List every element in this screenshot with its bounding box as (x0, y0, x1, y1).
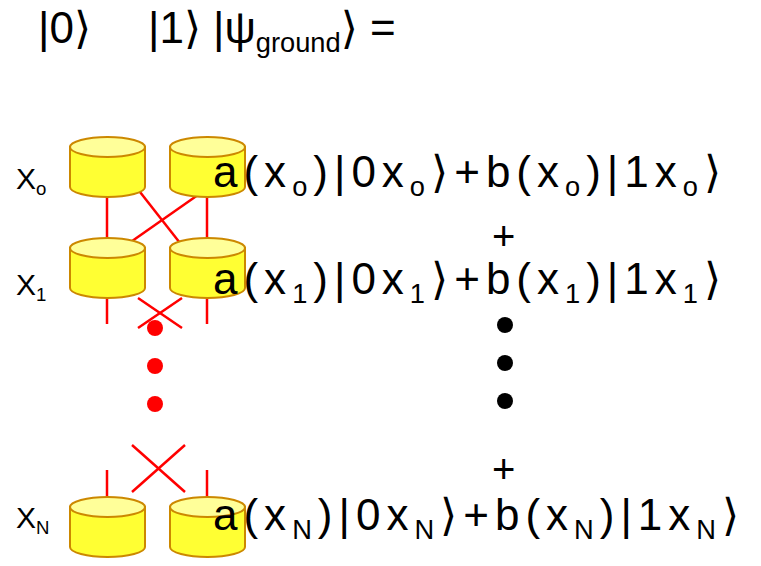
subscript-text: N (696, 514, 722, 545)
subscript-text: 1 (292, 278, 313, 309)
subscript-text: o (410, 171, 431, 202)
ket-label: |0⟩ (38, 6, 91, 50)
subscript-text: N (574, 514, 600, 545)
state-heading: |ψground⟩ = (213, 6, 396, 56)
subscript-text: 1 (36, 284, 46, 305)
ket-label: |1⟩ (148, 6, 201, 50)
subscript-text: o (36, 178, 46, 199)
subscript-text: o (565, 171, 586, 202)
formula-text: )|1x (586, 254, 683, 303)
formula-text: |1⟩ (148, 3, 201, 52)
formula-text: ⟩+b(x (440, 490, 574, 539)
site-label: XN (16, 503, 49, 538)
formula-text: )|0x (318, 490, 415, 539)
site-label: X1 (16, 270, 46, 305)
formula-text: X (16, 501, 36, 534)
coupling-lines (107, 190, 207, 505)
formula-text: ⟩ = (341, 3, 396, 52)
subscript-text: o (683, 171, 704, 202)
formula-text: + (492, 214, 515, 258)
red-ellipsis-dots (147, 320, 163, 412)
formula-text: X (16, 162, 36, 195)
state-term: a(xN)|0xN⟩+b(xN)|1xN⟩ (213, 493, 745, 543)
subscript-text: 1 (565, 278, 586, 309)
formula-text: X (16, 268, 36, 301)
formula-text: |ψ (213, 3, 256, 52)
formula-text: )|1x (586, 147, 683, 196)
subscript-text: ground (256, 27, 341, 58)
formula-text: + (492, 447, 515, 491)
plus-sign: + (492, 216, 515, 256)
formula-text: ⟩+b(x (431, 254, 565, 303)
formula-text: |0⟩ (38, 3, 91, 52)
formula-text: )|0x (313, 147, 410, 196)
formula-text: ⟩ (722, 490, 745, 539)
formula-text: )|1x (600, 490, 697, 539)
plus-sign: + (492, 449, 515, 489)
formula-text: ⟩ (704, 147, 727, 196)
formula-text: a(x (213, 147, 292, 196)
site-label: Xo (16, 164, 46, 199)
subscript-text: o (292, 171, 313, 202)
subscript-text: 1 (683, 278, 704, 309)
subscript-text: 1 (410, 278, 431, 309)
formula-text: a(x (213, 490, 292, 539)
state-term: a(xo)|0xo⟩+b(xo)|1xo⟩ (213, 150, 727, 200)
formula-text: )|0x (313, 254, 410, 303)
state-term: a(x1)|0x1⟩+b(x1)|1x1⟩ (213, 257, 727, 307)
subscript-text: N (414, 514, 440, 545)
black-ellipsis-dots (497, 317, 513, 409)
subscript-text: N (292, 514, 318, 545)
formula-text: ⟩ (704, 254, 727, 303)
formula-text: a(x (213, 254, 292, 303)
formula-text: ⟩+b(x (431, 147, 565, 196)
subscript-text: N (36, 517, 49, 538)
